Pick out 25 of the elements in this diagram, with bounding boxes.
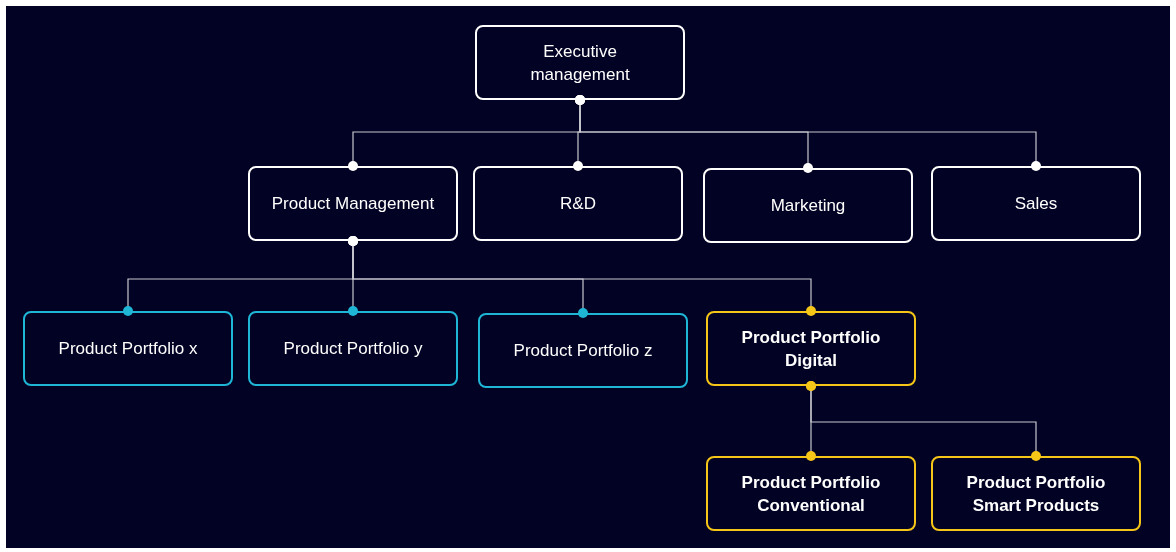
box-label: Marketing <box>770 195 846 217</box>
org-box <box>248 166 458 241</box>
box-label: Product Portfolio y <box>283 338 423 360</box>
connector-line <box>806 381 1041 461</box>
box-label: Executive management <box>529 40 631 86</box>
org-box <box>475 25 685 100</box>
box-label: Product Portfolio Smart Products <box>965 471 1107 517</box>
connector-line <box>575 95 1041 171</box>
org-box <box>931 456 1141 531</box>
box-label: Product Portfolio z <box>513 340 653 362</box>
org-box <box>703 168 913 243</box>
org-box <box>23 311 233 386</box>
connector-line <box>348 236 816 316</box>
box-label: Sales <box>1014 193 1058 215</box>
org-box <box>931 166 1141 241</box>
org-box <box>706 311 916 386</box>
box-label: Product Portfolio Conventional <box>740 471 882 517</box>
box-label: R&D <box>560 193 596 215</box>
org-box <box>473 166 683 241</box>
box-label: Product Portfolio Digital <box>740 326 882 372</box>
box-label: Product Management <box>271 193 435 215</box>
org-box <box>478 313 688 388</box>
box-label: Product Portfolio x <box>58 338 198 360</box>
org-box <box>706 456 916 531</box>
org-box <box>248 311 458 386</box>
